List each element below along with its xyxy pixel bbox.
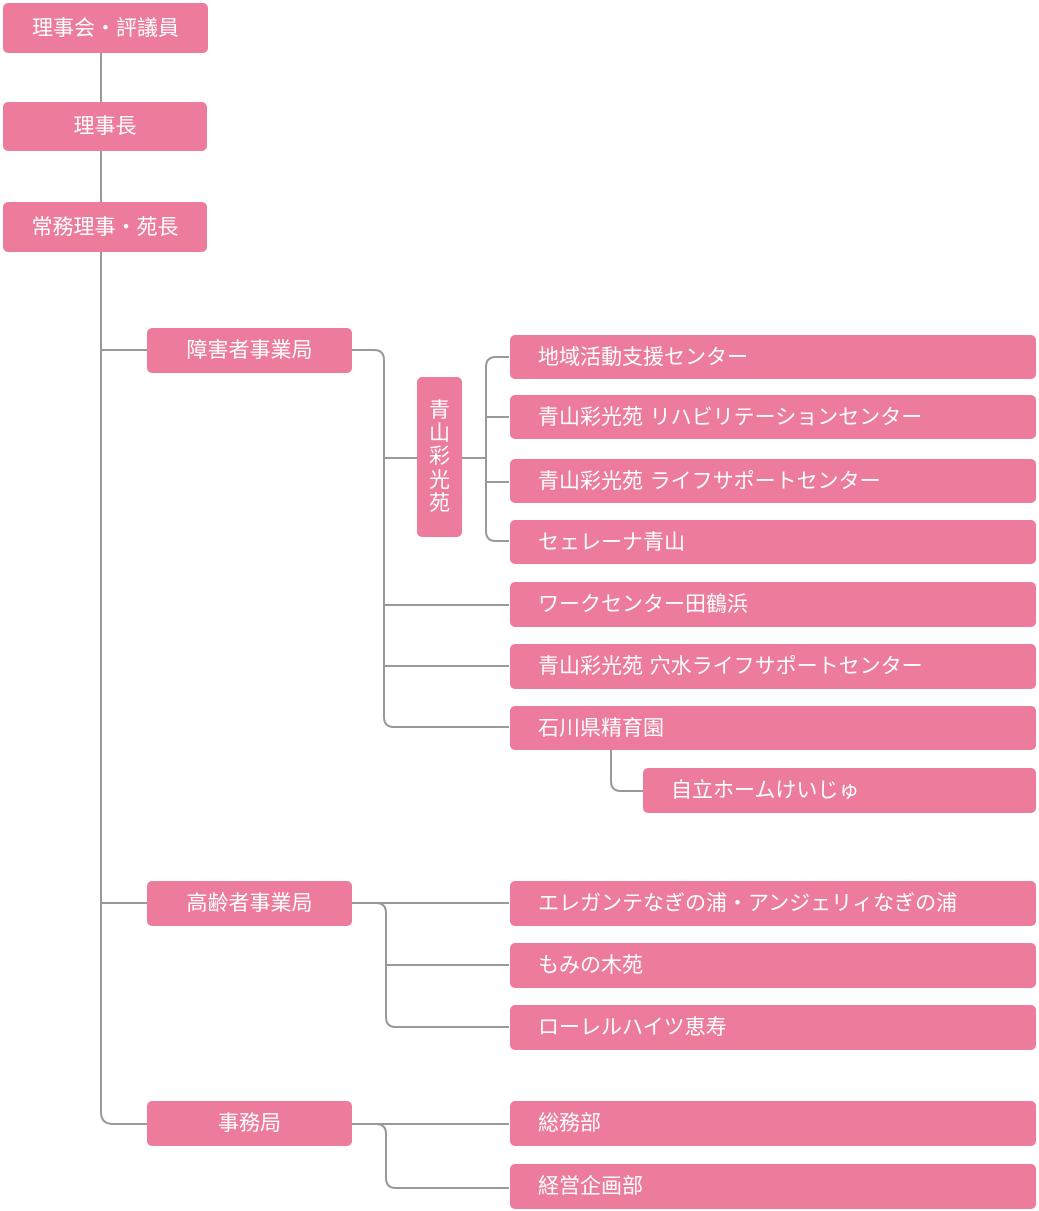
department-box: 総務部 [510, 1101, 1036, 1146]
facility-box: エレガンテなぎの浦・アンジェリィなぎの浦 [510, 881, 1036, 926]
connector-trunk-office [100, 1111, 147, 1125]
facility-box: 石川県精育園 [510, 706, 1036, 750]
facility-box: ローレルハイツ恵寿 [510, 1005, 1036, 1050]
group-char: 青 [429, 398, 450, 423]
connector-disability-trunk [352, 349, 509, 728]
group-aoyama-saikoen: 青 山 彩 光 苑 [417, 377, 462, 537]
facility-box: ワークセンター田鶴浜 [510, 582, 1036, 627]
chairman-box: 理事長 [3, 102, 207, 151]
board-box: 理事会・評議員 [3, 3, 208, 53]
facility-box: 青山彩光苑 穴水ライフサポートセンター [510, 644, 1036, 689]
connector-group-trunk [485, 356, 509, 542]
facility-box: もみの木苑 [510, 943, 1036, 988]
division-office: 事務局 [147, 1101, 352, 1146]
facility-box: 青山彩光苑 ライフサポートセンター [510, 459, 1036, 503]
facility-box: 青山彩光苑 リハビリテーションセンター [510, 395, 1036, 439]
group-char: 光 [429, 467, 450, 492]
department-box: 経営企画部 [510, 1164, 1036, 1209]
group-char: 山 [429, 421, 450, 446]
division-disability: 障害者事業局 [147, 328, 352, 373]
connector-office-trunk [352, 1123, 509, 1189]
connector-sub-item [610, 750, 643, 792]
facility-box: 地域活動支援センター [510, 335, 1036, 379]
division-elderly: 高齢者事業局 [147, 881, 352, 926]
director-box: 常務理事・苑長 [3, 202, 207, 252]
facility-box: セェレーナ青山 [510, 520, 1036, 564]
facility-sub-box: 自立ホームけいじゅ [643, 768, 1036, 813]
group-char: 苑 [429, 490, 450, 515]
group-char: 彩 [429, 444, 450, 469]
